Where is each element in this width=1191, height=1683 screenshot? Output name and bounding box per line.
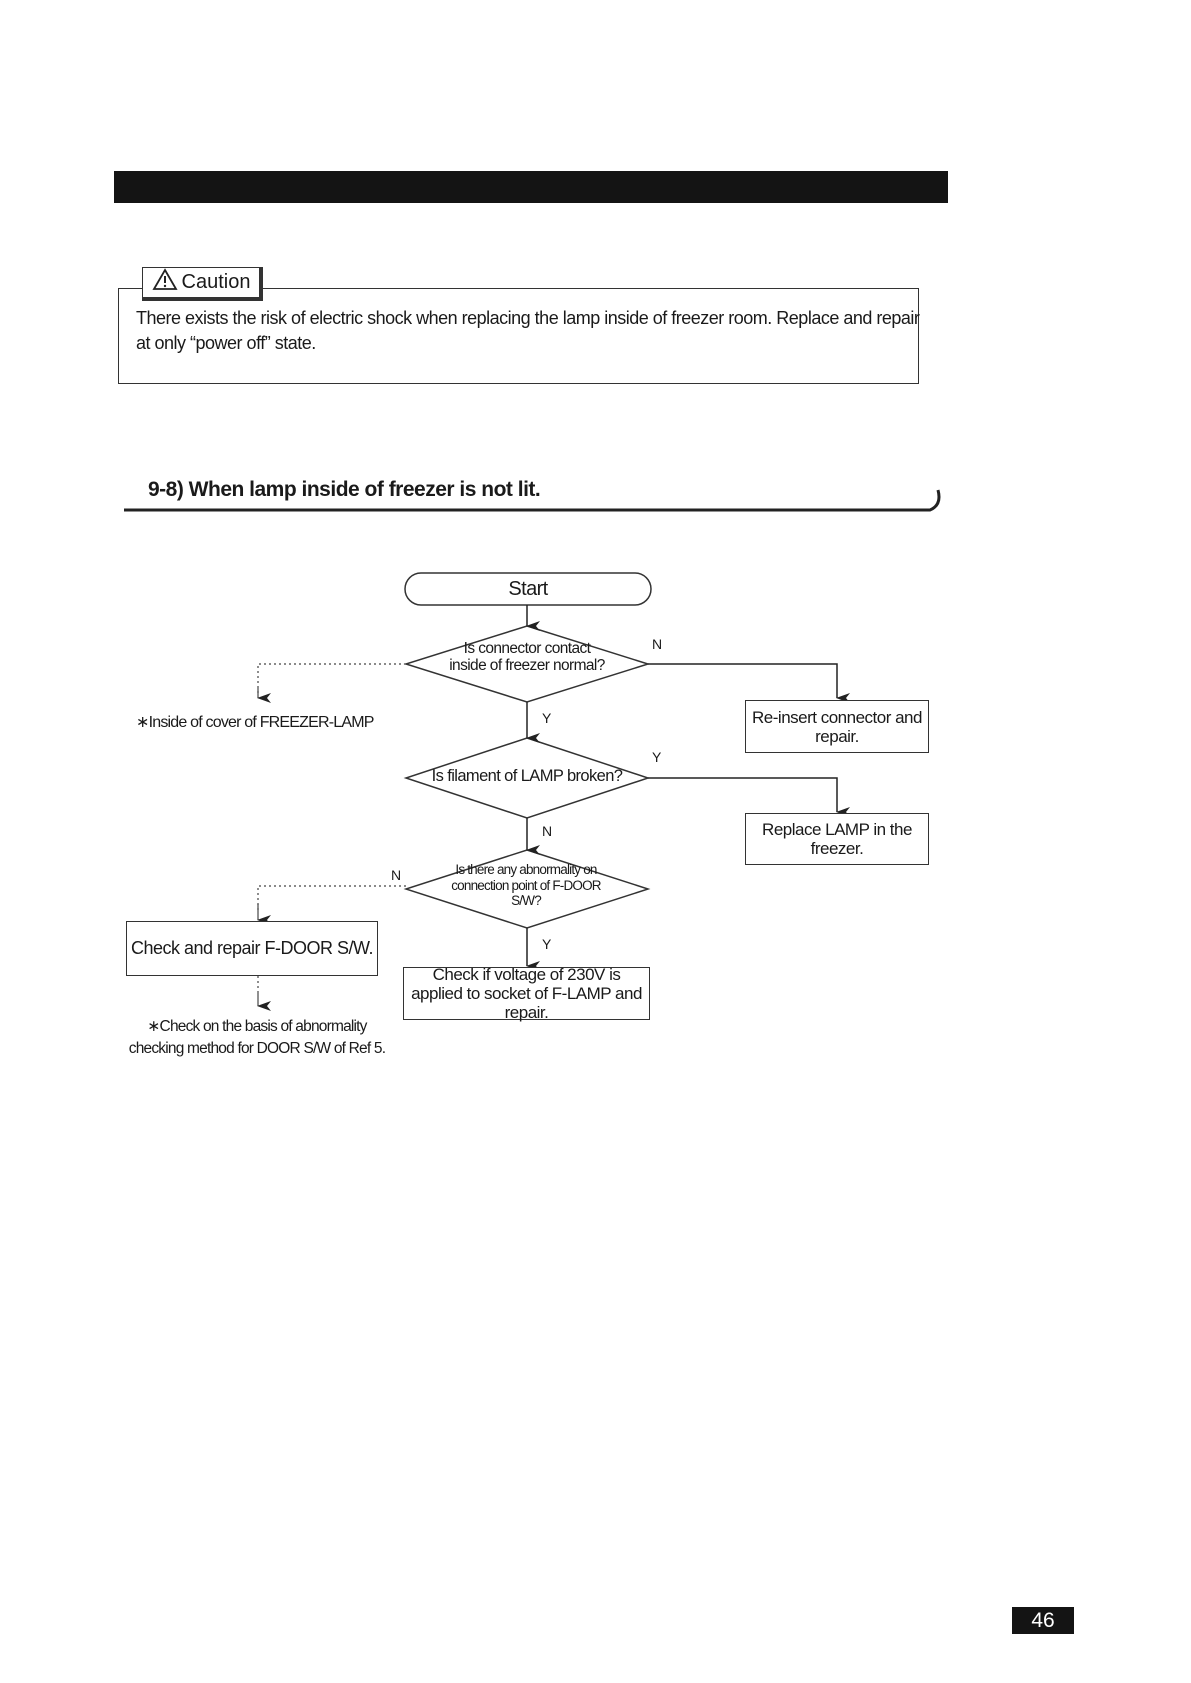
label-n-d2: N bbox=[542, 823, 553, 839]
label-y-d3: Y bbox=[542, 936, 552, 952]
decision-connector-text: Is connector contact inside of freezer n… bbox=[449, 640, 605, 674]
section-underline bbox=[124, 489, 941, 512]
label-y-d2: Y bbox=[652, 749, 662, 765]
check-voltage-box: Check if voltage of 230V is applied to s… bbox=[403, 965, 650, 1022]
caution-title: Caution bbox=[181, 271, 251, 293]
reinsert-connector-box: Re-insert connector and repair. bbox=[745, 700, 929, 753]
decision-filament-text: Is filament of LAMP broken? bbox=[431, 767, 623, 785]
section-title: 9-8) When lamp inside of freezer is not … bbox=[148, 478, 541, 501]
start-label: Start bbox=[508, 578, 548, 600]
warning-icon bbox=[151, 268, 178, 297]
arrow-d1-no-to-reinsert bbox=[648, 663, 850, 703]
page-number: 46 bbox=[1012, 1607, 1074, 1634]
caution-tab: Caution bbox=[142, 267, 263, 301]
dotted-d3-to-door bbox=[257, 885, 406, 912]
start-terminator bbox=[404, 572, 652, 606]
caution-text: There exists the risk of electric shock … bbox=[136, 308, 920, 353]
check-door-box: Check and repair F-DOOR S/W. bbox=[126, 921, 378, 976]
decision-door-text: Is there any abnormality on connection p… bbox=[451, 862, 601, 908]
header-bar bbox=[114, 171, 948, 203]
replace-lamp-box: Replace LAMP in the freezer. bbox=[745, 813, 929, 865]
note-freezer-lamp-cover: ∗Inside of cover of FREEZER-LAMP bbox=[136, 714, 374, 731]
label-n-d1: N bbox=[652, 636, 663, 652]
label-n-d3: N bbox=[391, 867, 402, 883]
arrow-d2-yes-to-replace bbox=[648, 777, 850, 817]
dotted-d1-to-note bbox=[257, 663, 406, 696]
label-y-d1: Y bbox=[542, 710, 552, 726]
note-door-switch-check: ∗Check on the basis of abnormality check… bbox=[128, 1018, 386, 1057]
caution-box bbox=[118, 288, 919, 384]
